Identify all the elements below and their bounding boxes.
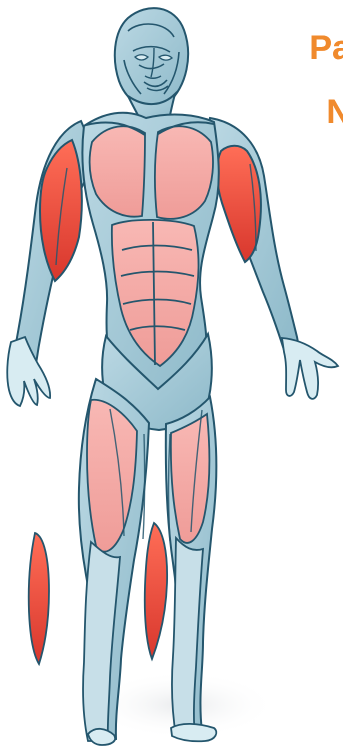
left-eye (135, 55, 148, 60)
orange-title-line-1: Pa (309, 31, 343, 65)
head (115, 8, 188, 109)
right-calf-highlight (145, 523, 167, 659)
right-hand (282, 338, 338, 399)
orange-title-line-2: N (326, 95, 343, 129)
left-calf-highlight (29, 533, 49, 664)
right-eye (159, 55, 172, 60)
right-foot (171, 724, 216, 741)
left-hand (7, 337, 50, 406)
